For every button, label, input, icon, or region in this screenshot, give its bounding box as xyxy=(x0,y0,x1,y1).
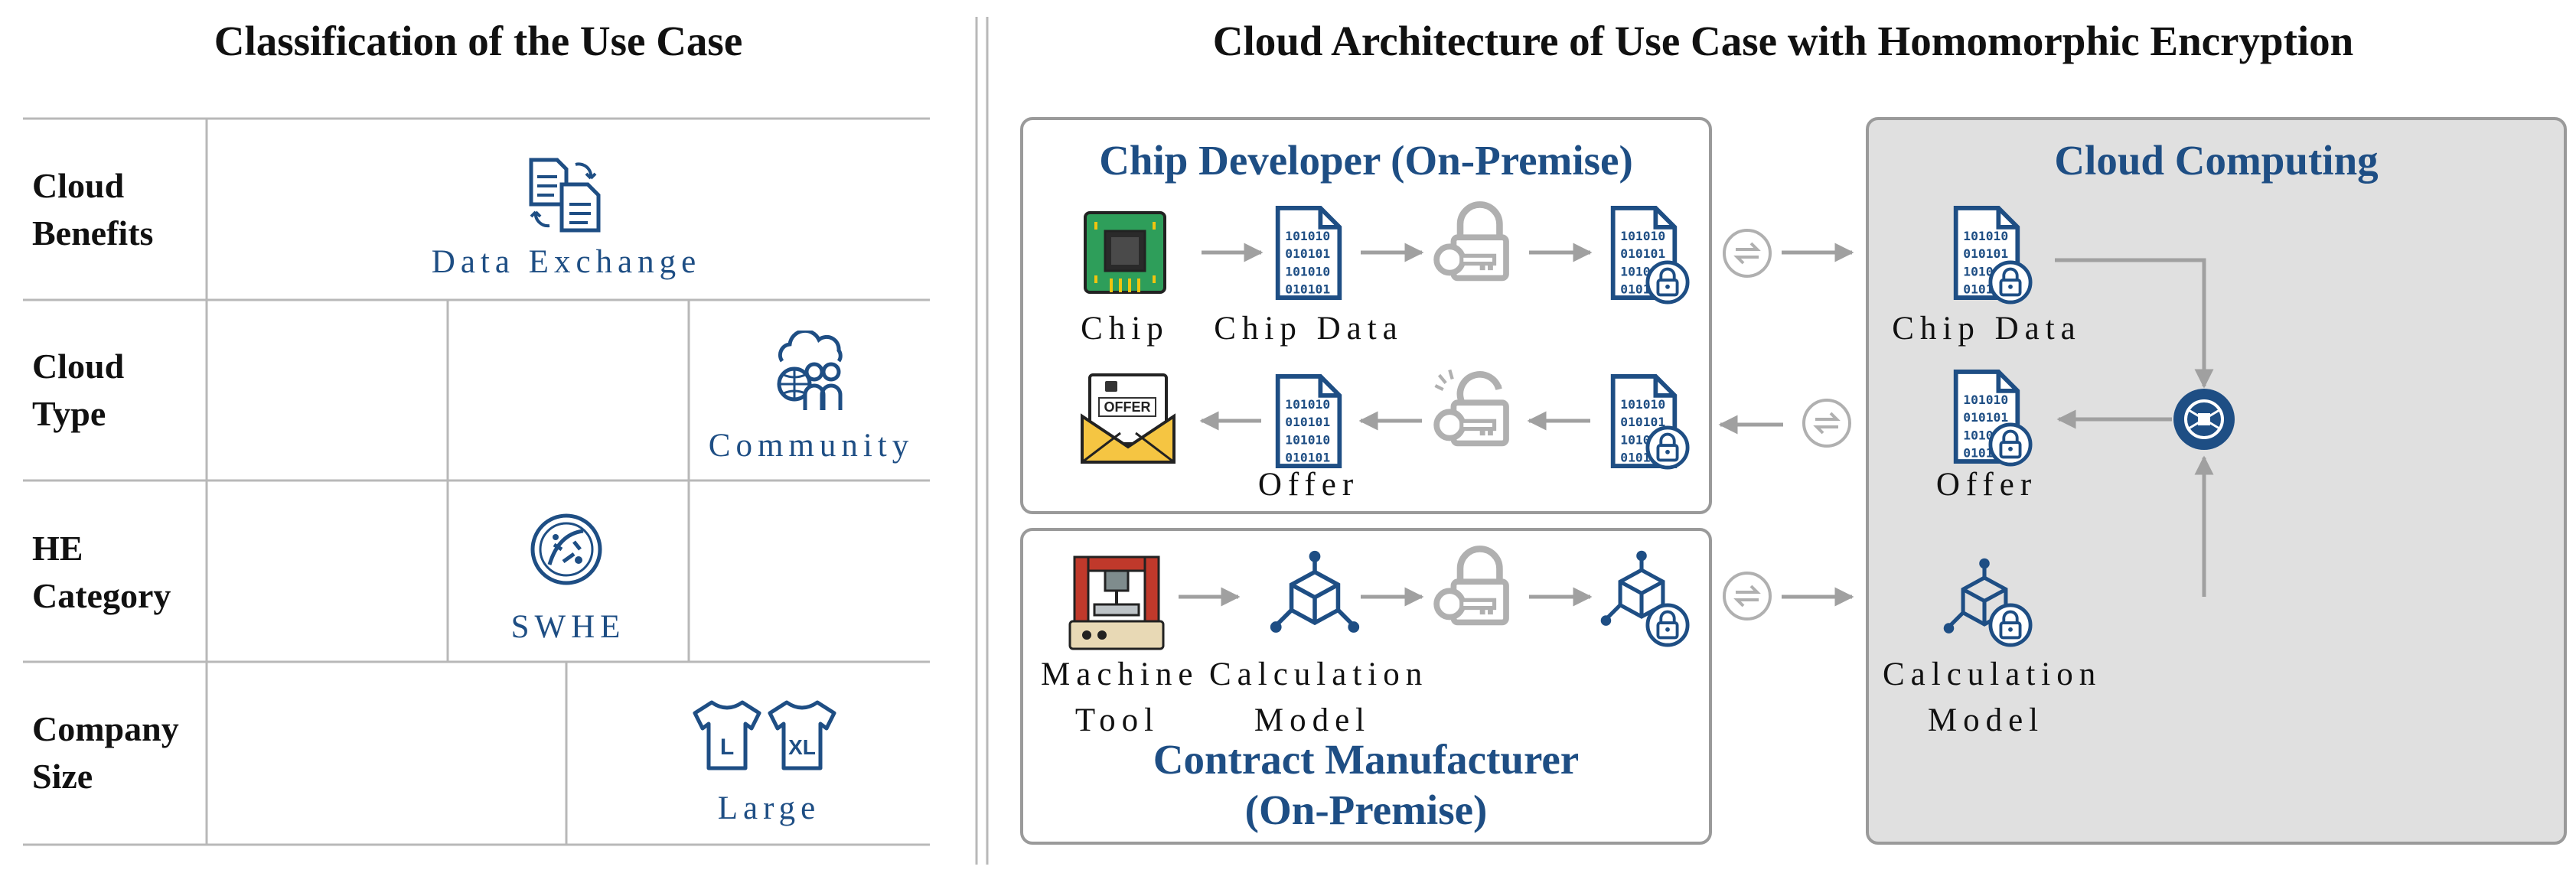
cloud-computing-title: Cloud Computing xyxy=(2054,137,2379,184)
chip-icon xyxy=(1084,211,1166,294)
size-l-text: L xyxy=(720,735,734,760)
he-category-value: SWHE xyxy=(510,609,626,645)
machine-tool-icon xyxy=(1068,555,1165,650)
lock-badge-icon xyxy=(1648,428,1687,467)
left-title: Classification of the Use Case xyxy=(214,18,743,64)
classification-table-grid xyxy=(23,117,930,846)
data-exchange-icon xyxy=(529,158,601,233)
machine-tool-label: Machine Tool xyxy=(1041,656,1199,738)
tshirt-size-icon: L XL xyxy=(693,700,836,770)
size-xl-text: XL xyxy=(788,735,816,759)
arrow-chipdata-to-he xyxy=(2055,258,2214,389)
cloud-computing-box xyxy=(1866,117,2567,845)
offer-data-icon xyxy=(1278,376,1340,466)
lock-badge-icon xyxy=(1991,425,2030,464)
contract-manufacturer-box xyxy=(1020,528,1712,845)
right-title: Cloud Architecture of Use Case with Homo… xyxy=(1212,18,2354,64)
chip-label: Chip xyxy=(1081,311,1169,347)
offer-mail-icon: OFFER xyxy=(1081,373,1176,464)
chip-data-label: Chip Data xyxy=(1214,311,1404,347)
lock-badge-icon xyxy=(1991,262,2030,302)
calculation-model-label: Calculation Model xyxy=(1209,656,1429,738)
lock-badge-icon xyxy=(1648,605,1687,645)
exchange-icon-3 xyxy=(1723,572,1772,621)
cloud-offer-label: Offer xyxy=(1935,467,2038,503)
contract-manufacturer-title: Contract Manufacturer (On-Premise) xyxy=(1153,736,1580,833)
exchange-icon-1 xyxy=(1723,229,1772,278)
company-size-value: Large xyxy=(717,790,821,826)
cloud-calc-model-label: Calculation Model xyxy=(1883,656,2102,738)
cloud-chip-data-label: Chip Data xyxy=(1892,311,2082,347)
panel-divider xyxy=(975,17,989,865)
lock-badge-icon xyxy=(1991,605,2030,645)
lock-badge-icon xyxy=(1648,262,1687,302)
community-icon xyxy=(777,331,843,410)
cloud-type-value: Community xyxy=(708,428,915,464)
offer-text: OFFER xyxy=(1104,399,1151,415)
chip-developer-title: Chip Developer (On-Premise) xyxy=(1099,137,1633,184)
exchange-icon-2 xyxy=(1802,399,1851,448)
chip-data-icon xyxy=(1278,208,1340,298)
he-compute-icon xyxy=(2173,389,2235,450)
swhe-icon xyxy=(530,513,602,585)
cloud-benefits-value: Data Exchange xyxy=(431,244,702,280)
offer-label: Offer xyxy=(1257,467,1360,503)
